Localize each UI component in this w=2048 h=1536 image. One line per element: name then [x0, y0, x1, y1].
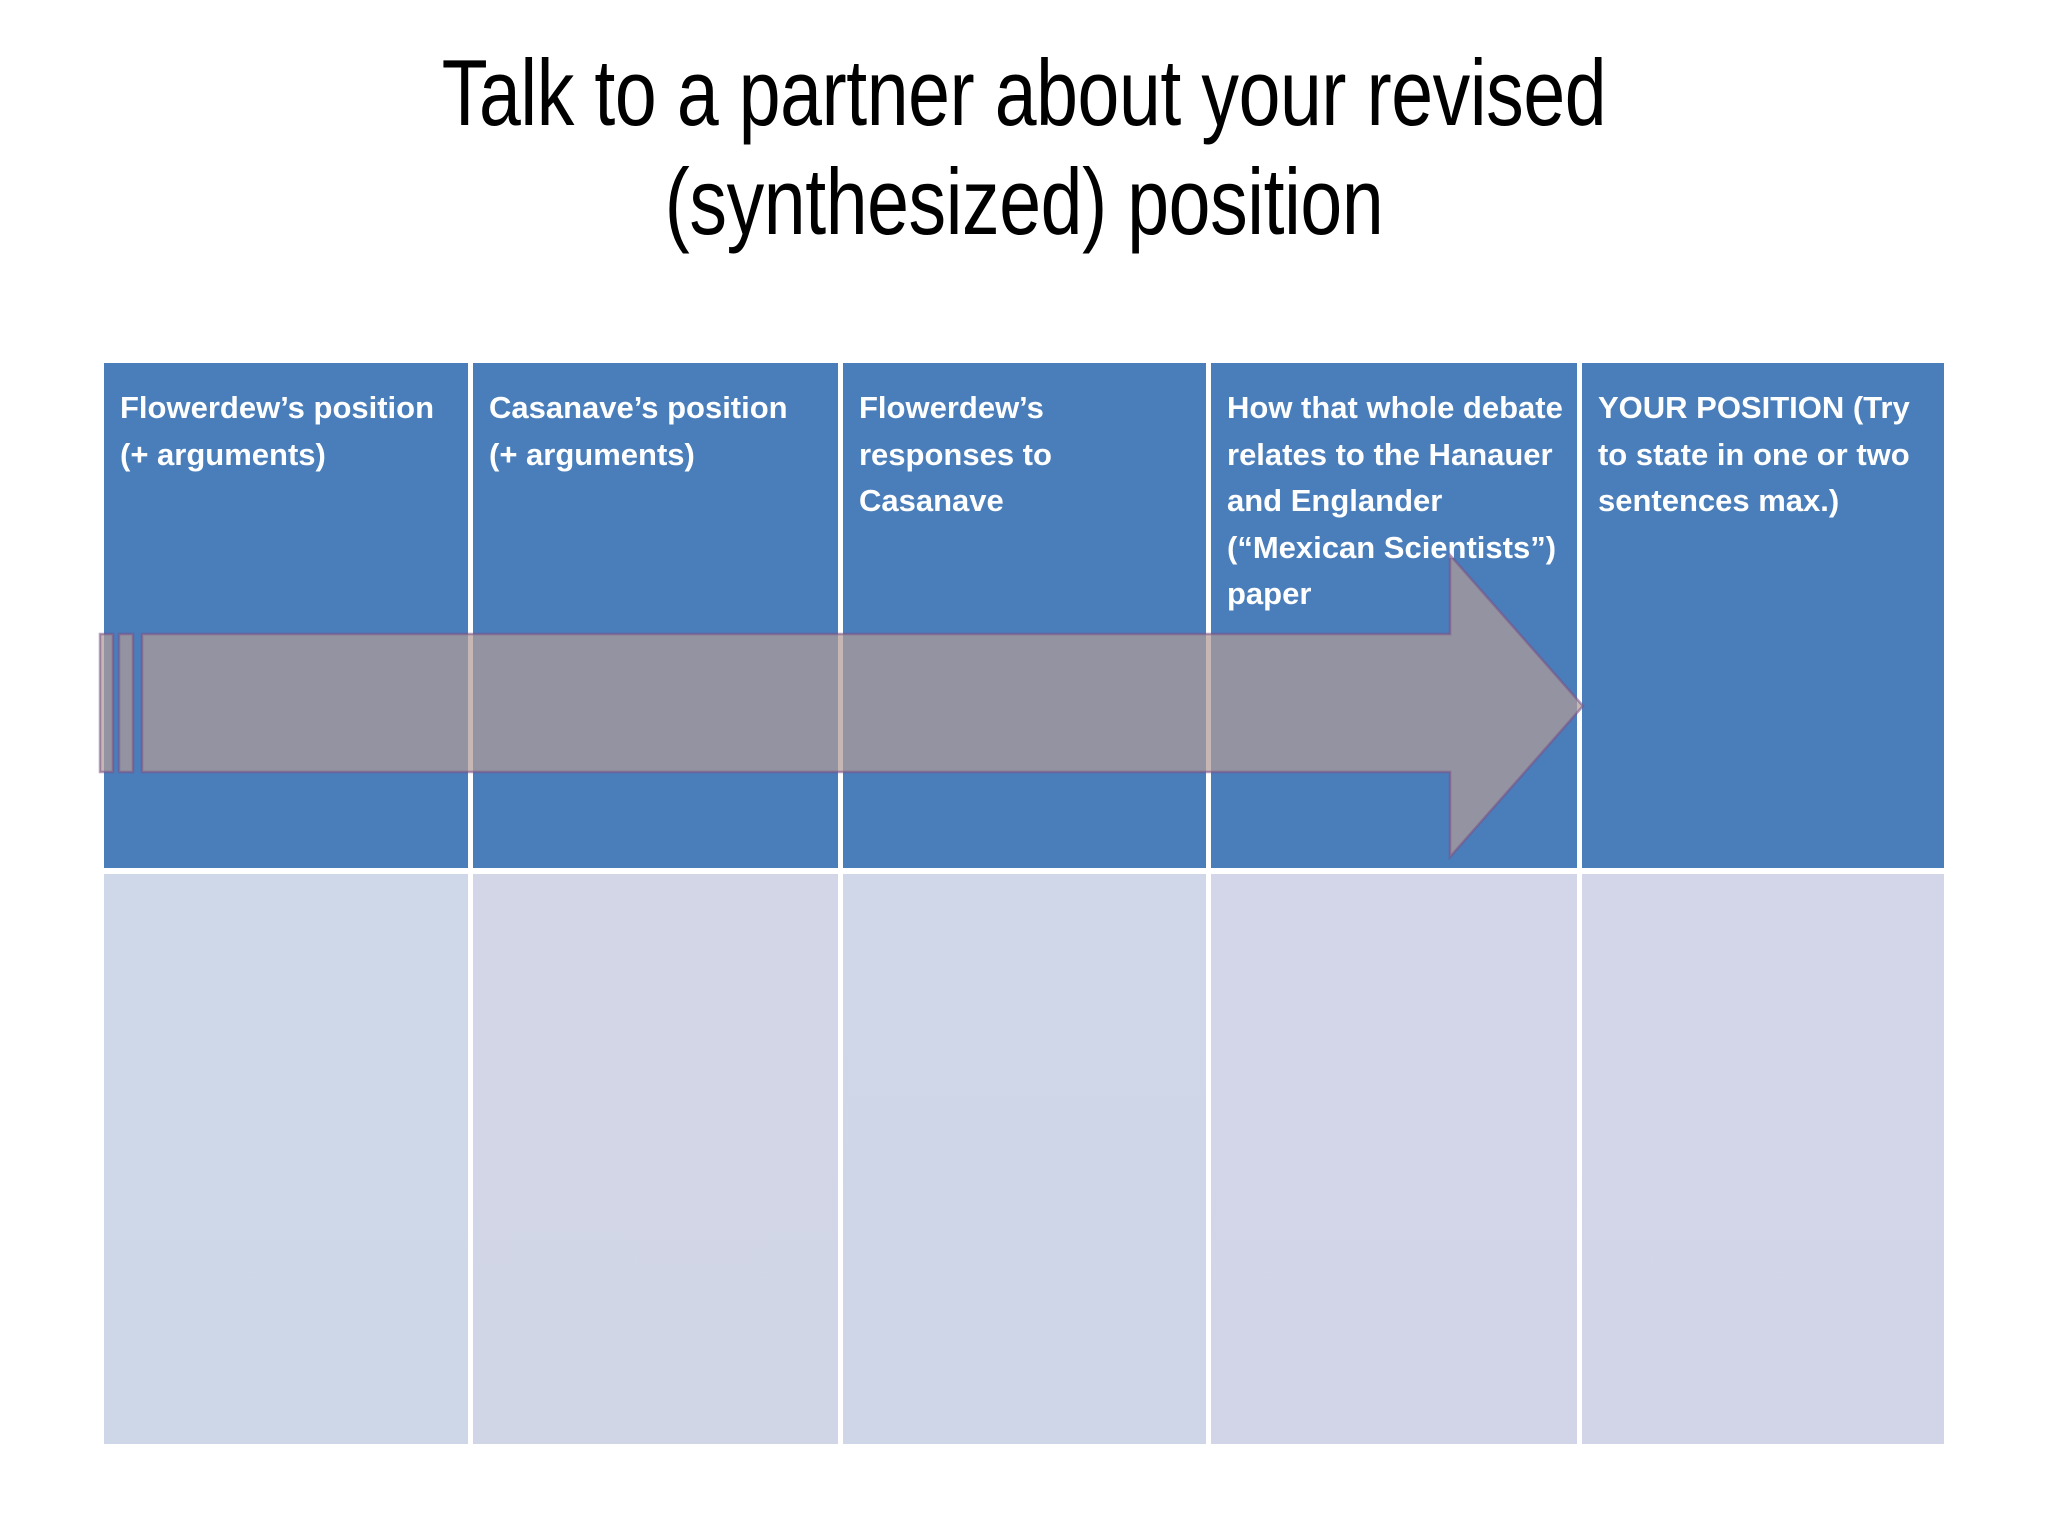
header-label: How that whole debate relates to the Han… [1227, 390, 1563, 611]
page-title: Talk to a partner about your revised (sy… [441, 40, 1607, 255]
header-label: Flowerdew’s responses to Casanave [858, 390, 1052, 518]
table-body-cell-flowerdew-position[interactable] [104, 873, 468, 1444]
table-body-cell-hanauer-englander-relation[interactable] [1211, 873, 1577, 1444]
header-label: YOUR POSITION (Try to state in one or tw… [1597, 390, 1910, 518]
table-body-cell-flowerdew-responses[interactable] [842, 873, 1206, 1444]
table-header-cell-casanave-position[interactable]: Casanave’s position (+ arguments) [473, 363, 838, 868]
comparison-table: Flowerdew’s position (+ arguments) Casan… [104, 363, 1944, 1444]
table-header-cell-hanauer-englander-relation[interactable]: How that whole debate relates to the Han… [1211, 363, 1577, 868]
table-header-cell-flowerdew-responses[interactable]: Flowerdew’s responses to Casanave [842, 363, 1206, 868]
table-body-cell-casanave-position[interactable] [473, 873, 838, 1444]
table-header-cell-your-position[interactable]: YOUR POSITION (Try to state in one or tw… [1581, 363, 1944, 868]
table-header-cell-flowerdew-position[interactable]: Flowerdew’s position (+ arguments) [104, 363, 468, 868]
table-body-row [104, 873, 1944, 1444]
header-label: Flowerdew’s position (+ arguments) [120, 390, 435, 472]
header-label: Casanave’s position (+ arguments) [489, 390, 788, 472]
table-body-cell-your-position[interactable] [1581, 873, 1944, 1444]
table-header-row: Flowerdew’s position (+ arguments) Casan… [104, 363, 1944, 868]
